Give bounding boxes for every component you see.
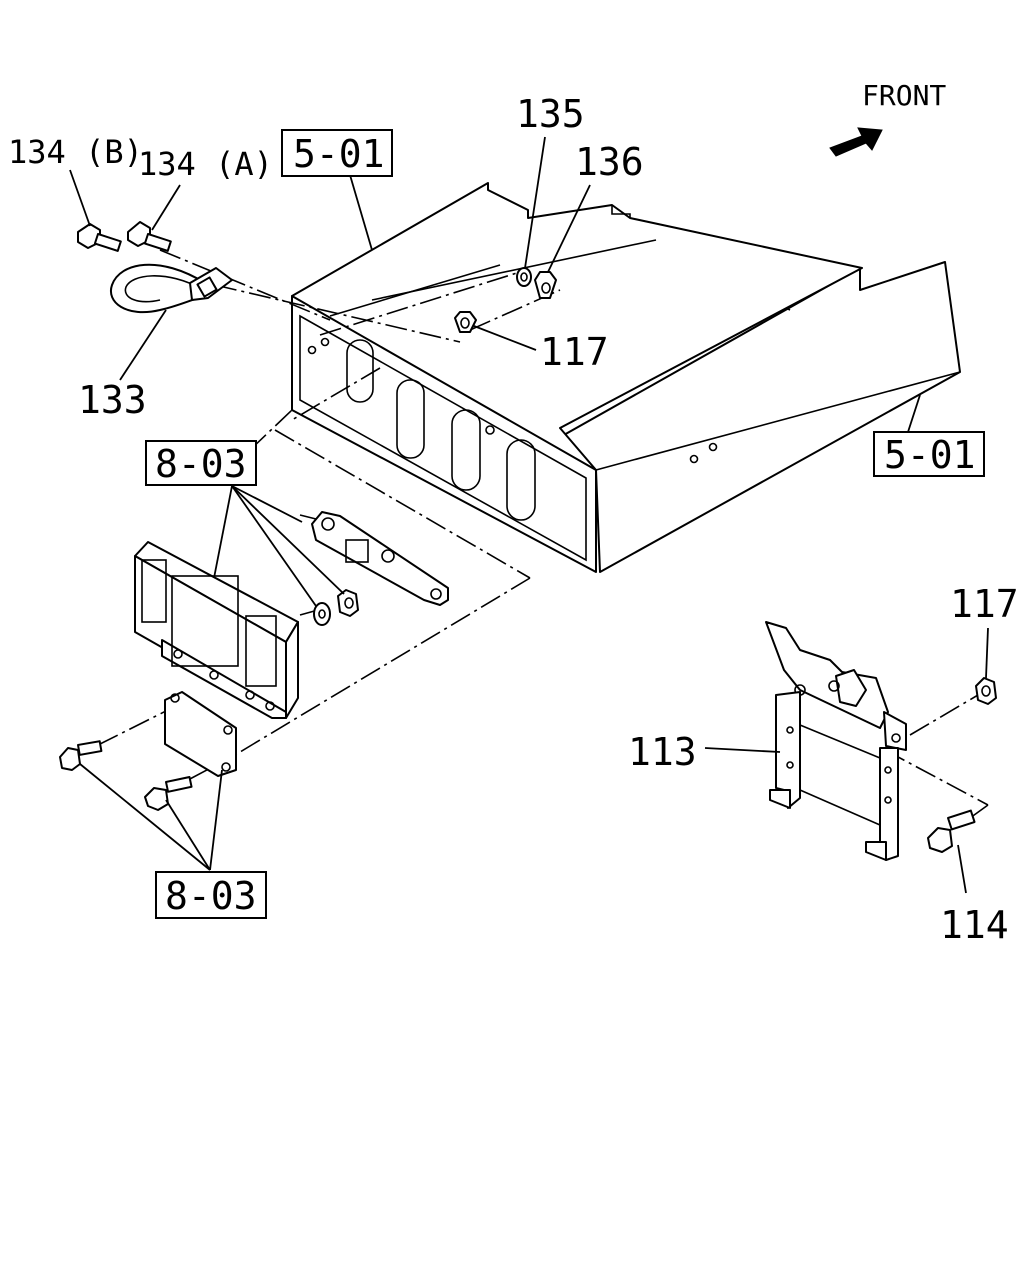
nut-117-lower: [975, 677, 997, 705]
ref-box-frame-right: 5-01: [873, 431, 985, 477]
callout-114: 114: [940, 903, 1009, 947]
lamp-bracket: [311, 511, 449, 606]
callout-136: 136: [575, 140, 644, 184]
lamp-nut: [337, 589, 359, 617]
ref-label: 8-03: [155, 442, 247, 486]
washer-135: [516, 267, 532, 287]
front-indicator: FRONT: [829, 79, 946, 157]
callout-134a: 134 (A): [138, 145, 273, 183]
ref-box-lamp-top: 8-03: [145, 440, 257, 486]
cross-member-slots: [307, 337, 536, 521]
callout-133: 133: [78, 378, 147, 422]
callout-117-lower: 117: [950, 582, 1019, 626]
bolt-114: [927, 809, 976, 853]
ref-label: 8-03: [165, 874, 257, 918]
license-plate-bracket: [164, 691, 237, 777]
callout-113: 113: [628, 730, 697, 774]
tow-hook: [109, 263, 233, 314]
ref-label: 5-01: [884, 433, 976, 477]
ref-box-lamp-bottom: 8-03: [155, 871, 267, 919]
nut-136: [534, 271, 557, 299]
bracket-113: [765, 621, 907, 861]
lamp-assembly: [134, 541, 299, 719]
cross-member-rear-face: [291, 295, 597, 573]
front-label: FRONT: [862, 79, 946, 112]
nut-117-upper: [454, 311, 477, 333]
leader-lines: [69, 136, 989, 894]
ref-label: 5-01: [293, 132, 385, 176]
bolt-134b: [77, 223, 122, 252]
ref-box-frame-top: 5-01: [281, 129, 393, 177]
bolt-134a: [127, 221, 172, 252]
frame-assembly: [291, 182, 961, 573]
callout-117-upper: 117: [540, 330, 609, 374]
callout-labels: 134 (B) 134 (A) 135 136 117 133 113 117 …: [8, 92, 1019, 947]
lamp-washer: [313, 602, 331, 626]
callout-134b: 134 (B): [8, 133, 143, 171]
callout-135: 135: [516, 92, 585, 136]
front-arrow-icon: [829, 127, 883, 157]
